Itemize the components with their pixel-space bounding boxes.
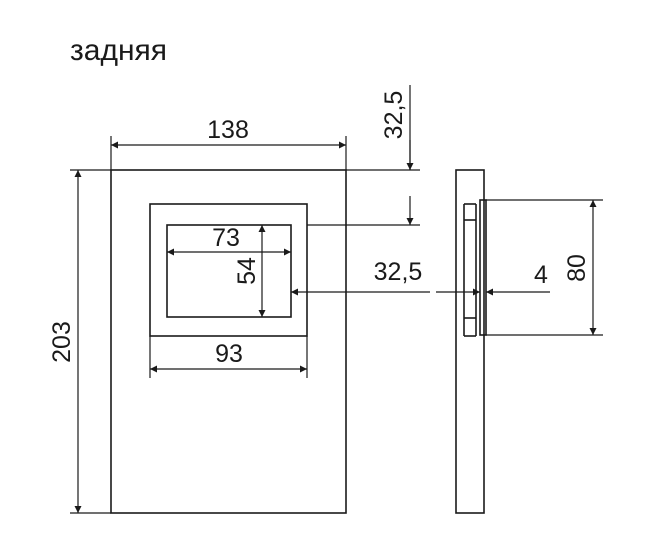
dim-label-offset-side: 32,5 — [374, 258, 423, 286]
dim-label-offset-top: 32,5 — [380, 91, 408, 140]
view-title: задняя — [70, 34, 167, 67]
dim-label-width-frame: 93 — [215, 340, 243, 368]
dim-label-height-outer: 203 — [48, 321, 76, 363]
side-mount-plate — [479, 199, 487, 336]
side-body-outline — [455, 169, 485, 514]
front-window-outline — [166, 224, 292, 318]
dim-label-thickness: 4 — [534, 261, 548, 289]
dim-label-height-mount: 80 — [563, 254, 591, 282]
dim-label-width-outer: 138 — [207, 116, 249, 144]
front-frame-outline — [149, 203, 308, 337]
dim-label-height-window: 54 — [233, 257, 261, 285]
dim-label-width-window: 73 — [212, 224, 240, 252]
front-outer-outline — [110, 169, 347, 514]
